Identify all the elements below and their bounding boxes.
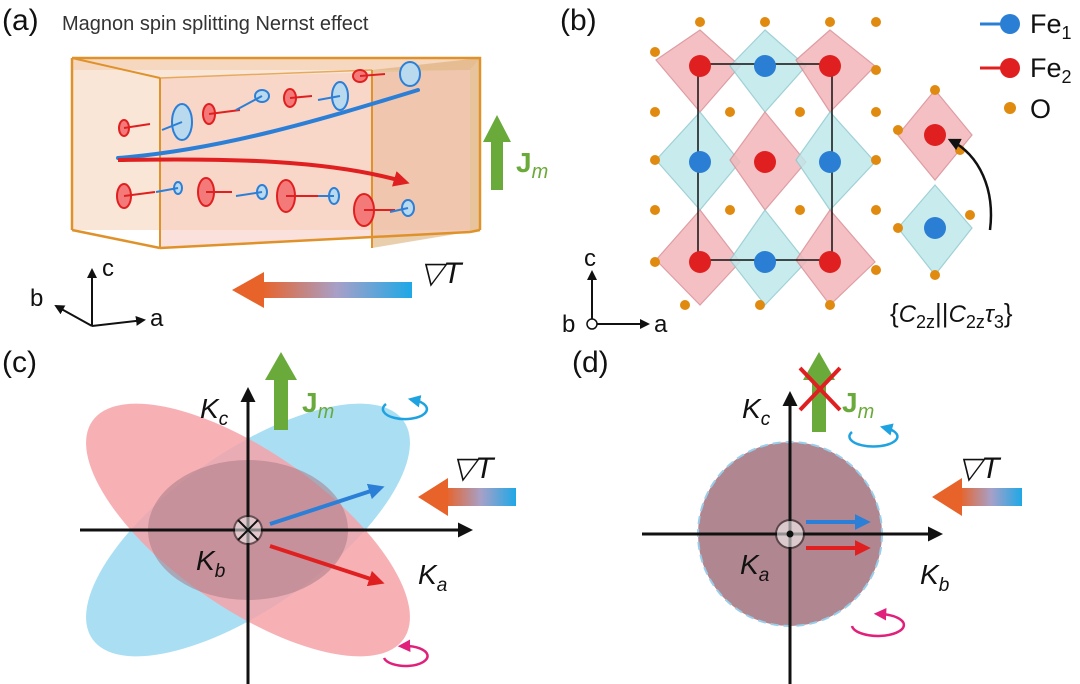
temperature-gradient-arrow-d bbox=[932, 478, 1022, 516]
panel-b-label: (b) bbox=[560, 4, 597, 37]
red-magnon-trajectory bbox=[117, 157, 410, 187]
svg-text:O: O bbox=[1030, 94, 1051, 124]
ka-label: Ka bbox=[418, 559, 447, 596]
axis-a-label-b: a bbox=[654, 311, 668, 338]
axes-b bbox=[587, 270, 650, 329]
ka-label-d: Ka bbox=[740, 549, 769, 586]
temperature-gradient-label: ▽T bbox=[420, 257, 464, 290]
symmetry-rotation-arrow bbox=[947, 138, 993, 231]
cyan-precession-icon-d bbox=[848, 423, 899, 448]
temperature-gradient-arrow bbox=[232, 272, 412, 308]
panel-a-title: Magnon spin splitting Nernst effect bbox=[62, 13, 369, 35]
magnon-current-arrow-c bbox=[265, 352, 297, 430]
svg-text:Fe2: Fe2 bbox=[1030, 53, 1072, 87]
crystal-box bbox=[70, 56, 482, 250]
kc-label-d: Kc bbox=[742, 393, 771, 430]
axis-b-label: b bbox=[30, 285, 43, 312]
forbidden-cross-icon bbox=[798, 366, 842, 412]
pink-precession-icon-d bbox=[850, 607, 906, 638]
magnon-current-label: Jm bbox=[516, 147, 548, 183]
pink-precession-icon bbox=[382, 639, 429, 668]
symmetry-operator: {C2z||C2zτ3} bbox=[890, 298, 1013, 332]
temperature-gradient-label-c: ▽T bbox=[452, 452, 496, 485]
blue-group-velocity-arrow bbox=[269, 483, 385, 526]
fe-atoms bbox=[689, 55, 946, 273]
panel-d: (d) Kc Kb Ka Jm ▽T bbox=[572, 346, 1022, 684]
panel-c-label: (c) bbox=[2, 346, 37, 379]
panel-c: (c) Kc Ka Kb Jm ▽T bbox=[2, 346, 516, 684]
red-group-velocity-arrow bbox=[269, 544, 385, 587]
legend-fe2: Fe2 bbox=[980, 53, 1072, 87]
axes-a bbox=[54, 268, 146, 327]
axis-a-label: a bbox=[150, 305, 164, 332]
out-of-plane-icon bbox=[586, 318, 598, 330]
panel-a-label: (a) bbox=[2, 4, 39, 37]
temperature-gradient-arrow-c bbox=[418, 478, 516, 516]
kb-label-d: Kb bbox=[920, 559, 949, 596]
blue-magnon-trajectory bbox=[116, 88, 420, 160]
svg-text:Fe1: Fe1 bbox=[1030, 9, 1072, 43]
panel-d-label: (d) bbox=[572, 346, 609, 379]
axis-c-label-b: c bbox=[584, 245, 596, 272]
kc-label: Kc bbox=[200, 393, 229, 430]
panel-b: (b) bbox=[560, 4, 1072, 338]
kb-label: Kb bbox=[196, 545, 225, 582]
temperature-gradient-label-d: ▽T bbox=[958, 452, 1002, 485]
axis-c-label: c bbox=[102, 255, 114, 282]
legend: Fe1 Fe2 O bbox=[980, 9, 1072, 124]
spin-precession-top bbox=[118, 61, 421, 141]
axis-b-label-b: b bbox=[562, 311, 575, 338]
legend-fe1: Fe1 bbox=[980, 9, 1072, 43]
magnon-current-label-c: Jm bbox=[302, 387, 334, 423]
magnon-current-label-d: Jm bbox=[842, 387, 874, 423]
magnon-current-arrow bbox=[483, 115, 511, 190]
legend-o: O bbox=[1004, 94, 1051, 124]
cyan-precession-icon bbox=[381, 395, 429, 421]
spin-precession-bottom bbox=[116, 177, 415, 227]
panel-a: (a) Magnon spin splitting Nernst effect bbox=[2, 4, 548, 332]
